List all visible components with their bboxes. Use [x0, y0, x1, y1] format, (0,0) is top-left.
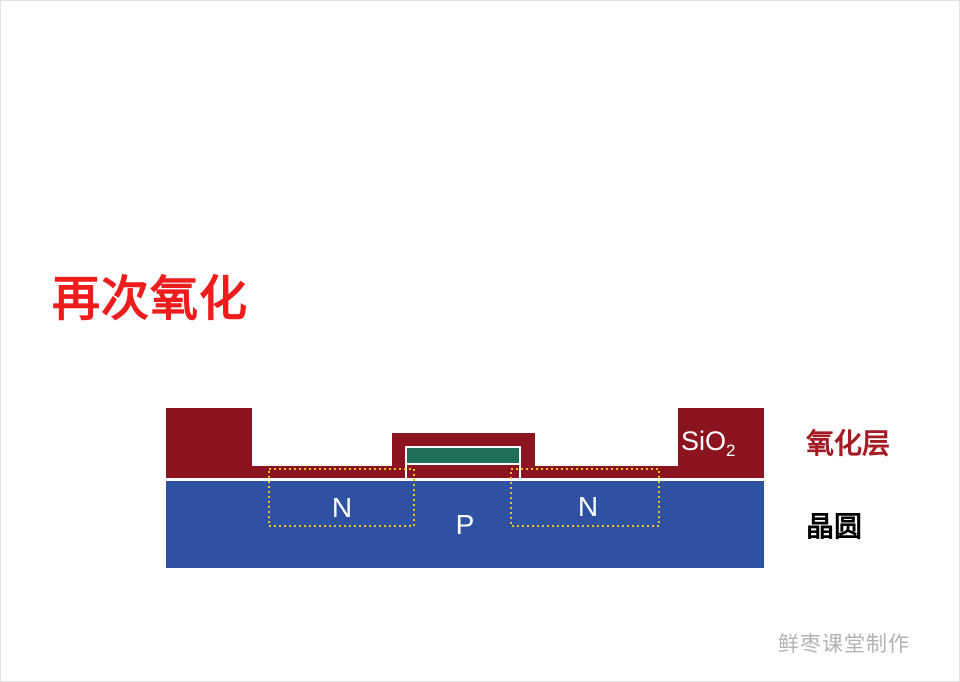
- wafer-substrate: [166, 481, 764, 568]
- oxide-material-subscript: 2: [726, 441, 735, 460]
- oxide-layer: [166, 408, 764, 478]
- n-region-right-outline: [510, 468, 660, 527]
- p-region-label: P: [456, 509, 475, 540]
- n-region-left-label: N: [332, 492, 352, 523]
- oxide-layer-label: 氧化层: [806, 427, 891, 460]
- n-region-right-label: N: [578, 491, 598, 522]
- oxide-material-label: SiO2: [681, 426, 735, 460]
- watermark: 鲜枣课堂制作: [778, 632, 910, 656]
- n-region-left-outline: [268, 468, 415, 527]
- wafer-label: 晶圆: [806, 510, 863, 543]
- slide-title: 再次氧化: [52, 271, 249, 327]
- oxide-material-text: SiO: [681, 426, 726, 456]
- wafer-surface-line: [166, 478, 764, 481]
- gate-electrode: [405, 446, 521, 465]
